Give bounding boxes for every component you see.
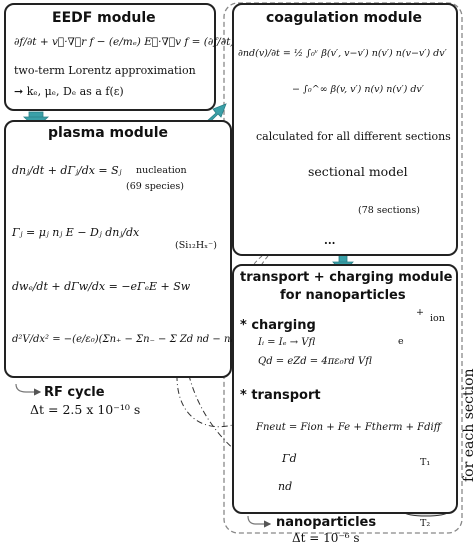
ion-label: ion (430, 313, 445, 324)
coag-eq-line1: ∂nd(v)/∂t = ½ ∫₀ᵛ β(v′, v−v′) n(v′) n(v−… (238, 48, 447, 59)
particle-minus-sign: − (429, 343, 440, 358)
eedf-title: EEDF module (52, 10, 156, 26)
electron-label: e (398, 336, 404, 347)
nucleation-label: nucleation (136, 165, 187, 176)
nanoparticles-dt: Δt = 10⁻⁶ s (292, 531, 360, 545)
force-equation: Fneut = Fion + Fe + Ftherm + Fdiff (256, 422, 441, 433)
plus-sign: + (416, 307, 424, 318)
plasma-title: plasma module (48, 125, 168, 141)
eedf-module-box (4, 3, 216, 111)
right-arrow-icon: ➞ (14, 85, 27, 98)
coag-note: calculated for all different sections (256, 130, 451, 143)
t2-label: T₂ (420, 518, 431, 529)
coag-module-box (232, 3, 458, 256)
rf-cycle-label: RF cycle (44, 385, 105, 400)
transport-title-line2: for nanoparticles (280, 288, 406, 303)
charging-label: * charging (240, 318, 316, 333)
transport-label: * transport (240, 388, 321, 403)
gamma-d-label: Γd (282, 452, 297, 465)
transport-title-line1: transport + charging module (240, 270, 453, 285)
nano-cycle-arrow (247, 515, 272, 528)
plasma-eq2: Γⱼ = μⱼ nⱼ E − Dⱼ dnⱼ/dx (12, 226, 140, 239)
n-d-label: nd (278, 480, 293, 493)
coag-eq-line2: − ∫₀^∞ β(v, v′) n(v) n(v′) dv′ (292, 84, 424, 95)
sections-count: (78 sections) (358, 205, 420, 216)
cluster-label: (Si₁₂Hₓ⁻) (175, 240, 217, 251)
transport-module-box (232, 264, 458, 514)
t1-label: T₁ (420, 457, 431, 468)
eedf-equation: ∂f/∂t + v⃗·∇⃗r f − (e/mₑ) E⃗·∇⃗v f = (∂f… (14, 36, 254, 48)
nanoparticles-label: nanoparticles (276, 515, 377, 530)
sections-ellipsis: ... (324, 234, 336, 247)
plasma-eq4: d²V/dx² = −(e/ε₀)(Σn₊ − Σn₋ − Σ Zd nd − … (12, 334, 239, 345)
charging-eq1: Iᵢ = Iₑ → Vfl (258, 337, 316, 348)
rf-cycle-arrow (15, 383, 42, 396)
charging-eq2: Qd = eZd = 4πε₀rd Vfl (258, 356, 372, 367)
sectional-model-label: sectional model (308, 164, 408, 179)
eedf-result: ➞ kₑ, μₑ, Dₑ as a f(ε) (14, 85, 124, 98)
plasma-eq3: dwₑ/dt + dΓw/dx = −eΓₑE + Sw (12, 280, 191, 293)
plasma-module-box (4, 120, 232, 378)
rf-cycle-dt: Δt = 2.5 x 10⁻¹⁰ s (30, 402, 141, 417)
eedf-result-text: kₑ, μₑ, Dₑ as a f(ε) (26, 85, 124, 98)
eedf-approx: two-term Lorentz approximation (14, 64, 196, 77)
plasma-eq1: dnⱼ/dt + dΓⱼ/dx = Sⱼ (12, 164, 122, 177)
side-label: for each section (461, 368, 474, 482)
species-label: (69 species) (126, 181, 184, 192)
coag-title: coagulation module (266, 10, 423, 26)
